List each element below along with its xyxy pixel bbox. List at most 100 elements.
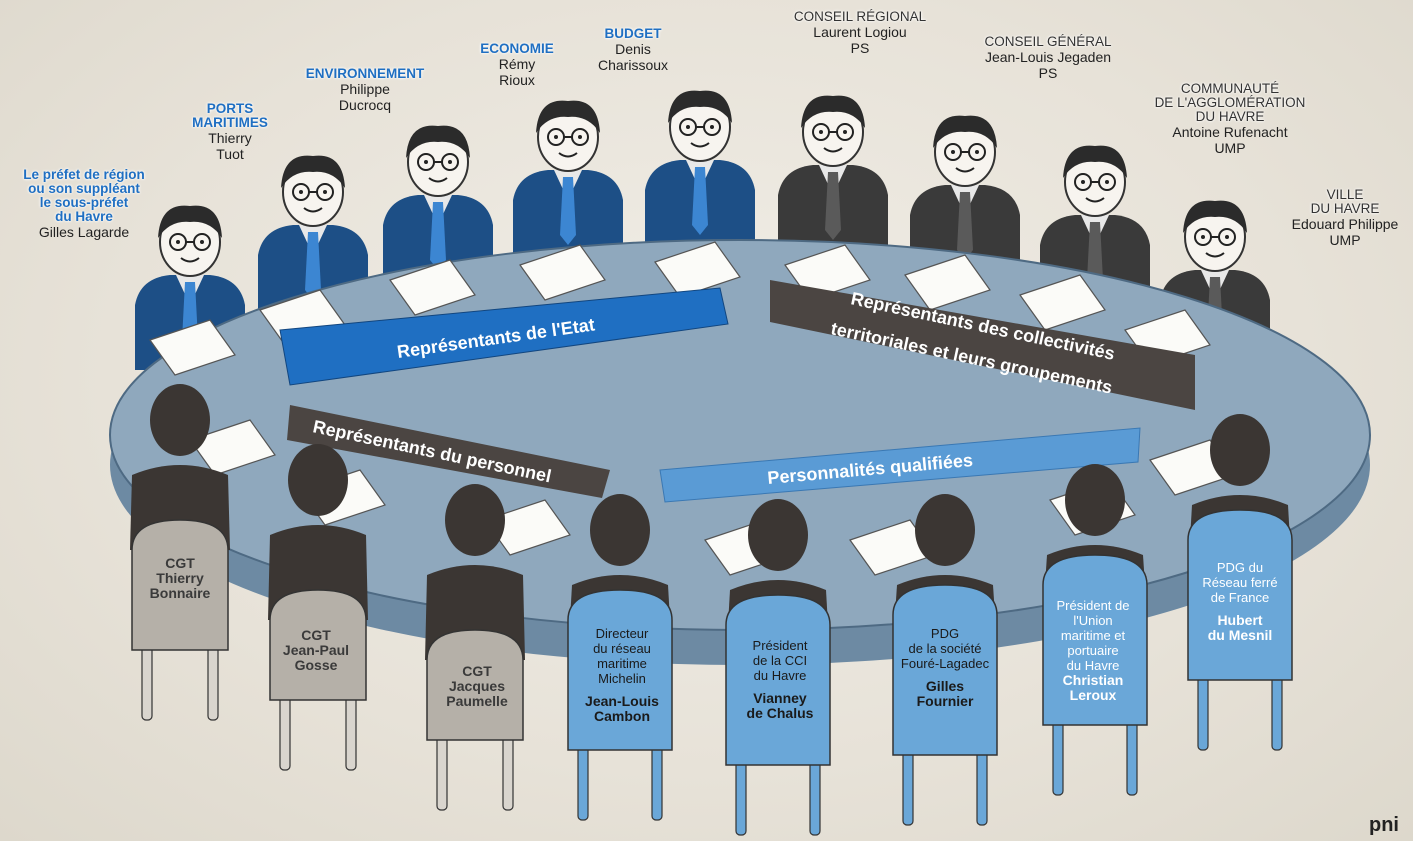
eye — [200, 240, 204, 244]
state-rep-label-2: PORTS MARITIMES Thierry Tuot — [192, 101, 268, 163]
document — [519, 244, 606, 301]
banner-qualified — [659, 427, 1141, 503]
smile — [1085, 197, 1105, 203]
territorial-rep-label-2: CONSEIL GÉNÉRAL Jean-Louis Jegaden PS — [984, 34, 1112, 82]
smile — [690, 142, 710, 148]
chair-leg — [1126, 714, 1138, 796]
chair-leg — [141, 639, 153, 721]
chair-back — [1042, 554, 1148, 726]
eye — [424, 160, 428, 164]
chair-leg — [651, 739, 663, 821]
smile — [558, 152, 578, 158]
state-rep-label-1: Le préfet de région ou son suppléant le … — [23, 167, 145, 241]
eye — [975, 150, 979, 154]
eye — [1105, 180, 1109, 184]
chair-back — [725, 594, 831, 766]
state-rep-label-3: ENVIRONNEMENT Philippe Ducrocq — [305, 66, 425, 114]
chair-back — [426, 629, 524, 741]
eye — [1081, 180, 1085, 184]
staff-rep-label-3: CGT Jacques Paumelle — [446, 663, 508, 709]
document — [654, 241, 741, 298]
hair — [1183, 200, 1247, 233]
eye — [448, 160, 452, 164]
chair-leg — [735, 754, 747, 836]
eye — [176, 240, 180, 244]
eye — [1201, 235, 1205, 239]
chair-leg — [279, 689, 291, 771]
qualified-label-1: Directeur du réseau maritime Michelin Je… — [585, 626, 659, 724]
seated-member — [567, 494, 673, 821]
banner-territorial — [770, 280, 1195, 410]
silhouette-head — [445, 484, 505, 556]
document — [389, 259, 476, 316]
eye — [686, 125, 690, 129]
silhouette-head — [748, 499, 808, 571]
hair — [406, 125, 470, 158]
staff-rep-label-1: CGT Thierry Bonnaire — [149, 555, 211, 601]
state-rep-label-4: ECONOMIE Rémy Rioux — [480, 41, 554, 89]
chair-back — [131, 519, 229, 651]
standing-person — [778, 95, 888, 260]
seated-member — [892, 494, 998, 826]
chair-leg — [502, 729, 514, 811]
eye — [554, 135, 558, 139]
chair-leg — [976, 744, 988, 826]
smile — [955, 167, 975, 173]
chair-leg — [1052, 714, 1064, 796]
eye — [323, 190, 327, 194]
seated-member — [725, 499, 831, 836]
hair — [281, 155, 345, 188]
chair-back — [269, 589, 367, 701]
standing-person — [645, 90, 755, 255]
chair-back — [892, 584, 998, 756]
chair-leg — [577, 739, 589, 821]
eye — [951, 150, 955, 154]
document — [149, 319, 236, 376]
banner-state — [279, 287, 729, 386]
silhouette-head — [590, 494, 650, 566]
qualified-label-5: PDG du Réseau ferré de France Hubert du … — [1202, 560, 1278, 643]
document — [189, 419, 276, 476]
banner-staff — [287, 405, 610, 498]
eye — [710, 125, 714, 129]
smile — [303, 207, 323, 213]
smile — [180, 257, 200, 263]
hair — [158, 205, 222, 238]
silhouette-head — [150, 384, 210, 456]
hair — [536, 100, 600, 133]
silhouette-head — [1210, 414, 1270, 486]
hair — [801, 95, 865, 128]
seated-member — [425, 484, 525, 811]
tie — [825, 172, 841, 240]
hair — [1063, 145, 1127, 178]
silhouette-head — [1065, 464, 1125, 536]
eye — [578, 135, 582, 139]
chair-leg — [902, 744, 914, 826]
hair — [668, 90, 732, 123]
tie — [305, 232, 321, 300]
tie — [430, 202, 446, 270]
document — [484, 499, 571, 556]
qualified-label-2: Président de la CCI du Havre Vianney de … — [746, 638, 814, 721]
document — [904, 254, 991, 311]
eye — [819, 130, 823, 134]
smile — [428, 177, 448, 183]
tie — [692, 167, 708, 235]
eye — [1225, 235, 1229, 239]
silhouette-head — [915, 494, 975, 566]
chair-leg — [1197, 669, 1209, 751]
qualified-label-4: Président de l'Union maritime et portuai… — [1056, 598, 1130, 703]
territorial-rep-label-1: CONSEIL RÉGIONAL Laurent Logiou PS — [793, 9, 927, 57]
hair — [933, 115, 997, 148]
seated-member — [1042, 464, 1148, 796]
tie — [560, 177, 576, 245]
chair-back — [1187, 509, 1293, 681]
chair-leg — [436, 729, 448, 811]
credit-logo: pni — [1369, 814, 1399, 836]
smile — [823, 147, 843, 153]
territorial-rep-label-4: VILLE DU HAVRE Edouard Philippe UMP — [1291, 187, 1399, 249]
chair-leg — [207, 639, 219, 721]
document — [1019, 274, 1106, 331]
standing-person — [513, 100, 623, 265]
